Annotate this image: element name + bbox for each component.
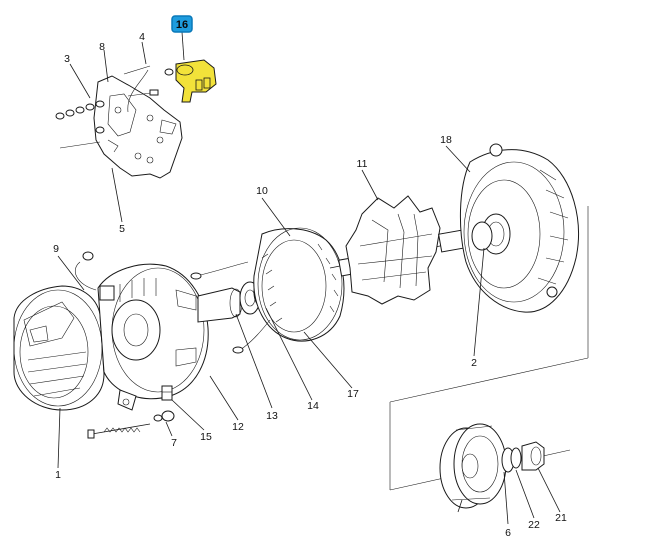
callout-label-11: 11	[357, 158, 368, 170]
part-21-nut[interactable]	[521, 441, 545, 471]
callout-label-8: 8	[99, 41, 105, 53]
callout-label-7: 7	[171, 437, 177, 449]
part-11-rotor[interactable]	[329, 195, 471, 305]
part-7-nut[interactable]	[153, 410, 175, 422]
callout-label-21: 21	[555, 512, 567, 524]
callout-label-4: 4	[139, 31, 145, 43]
callout-label-9: 9	[53, 243, 59, 255]
leader-lines	[57, 31, 561, 525]
part-12-front-housing[interactable]	[75, 251, 249, 411]
part-1-rear-cover[interactable]	[13, 285, 105, 411]
part-22-washer[interactable]	[501, 447, 522, 473]
callout-label-1: 1	[55, 469, 61, 481]
callout-16-highlight[interactable]: 16	[171, 15, 193, 33]
callout-label-10: 10	[256, 185, 268, 197]
part-16-regulator[interactable]	[164, 59, 217, 103]
callout-label-15: 15	[200, 431, 212, 443]
callout-label-13: 13	[266, 410, 278, 422]
callout-label-14: 14	[307, 400, 319, 412]
callout-label-18: 18	[440, 134, 452, 146]
part-13-bushing[interactable]	[197, 287, 243, 323]
callout-label-5: 5	[119, 223, 125, 235]
callout-label-2: 2	[471, 357, 477, 369]
through-bolt	[87, 423, 151, 439]
part-10-stator[interactable]	[232, 227, 345, 354]
callout-label-6: 6	[505, 527, 511, 539]
callout-label-17: 17	[347, 388, 359, 400]
callout-label-3: 3	[64, 53, 70, 65]
callout-label-16: 16	[176, 19, 188, 31]
part-8-rectifier-plate[interactable]	[55, 65, 183, 179]
part-6-pulley[interactable]	[439, 423, 507, 509]
callout-label-12: 12	[232, 421, 244, 433]
part-18-rear-housing[interactable]	[459, 143, 579, 313]
part-15-terminal[interactable]	[161, 385, 173, 401]
callout-label-22: 22	[528, 519, 540, 531]
